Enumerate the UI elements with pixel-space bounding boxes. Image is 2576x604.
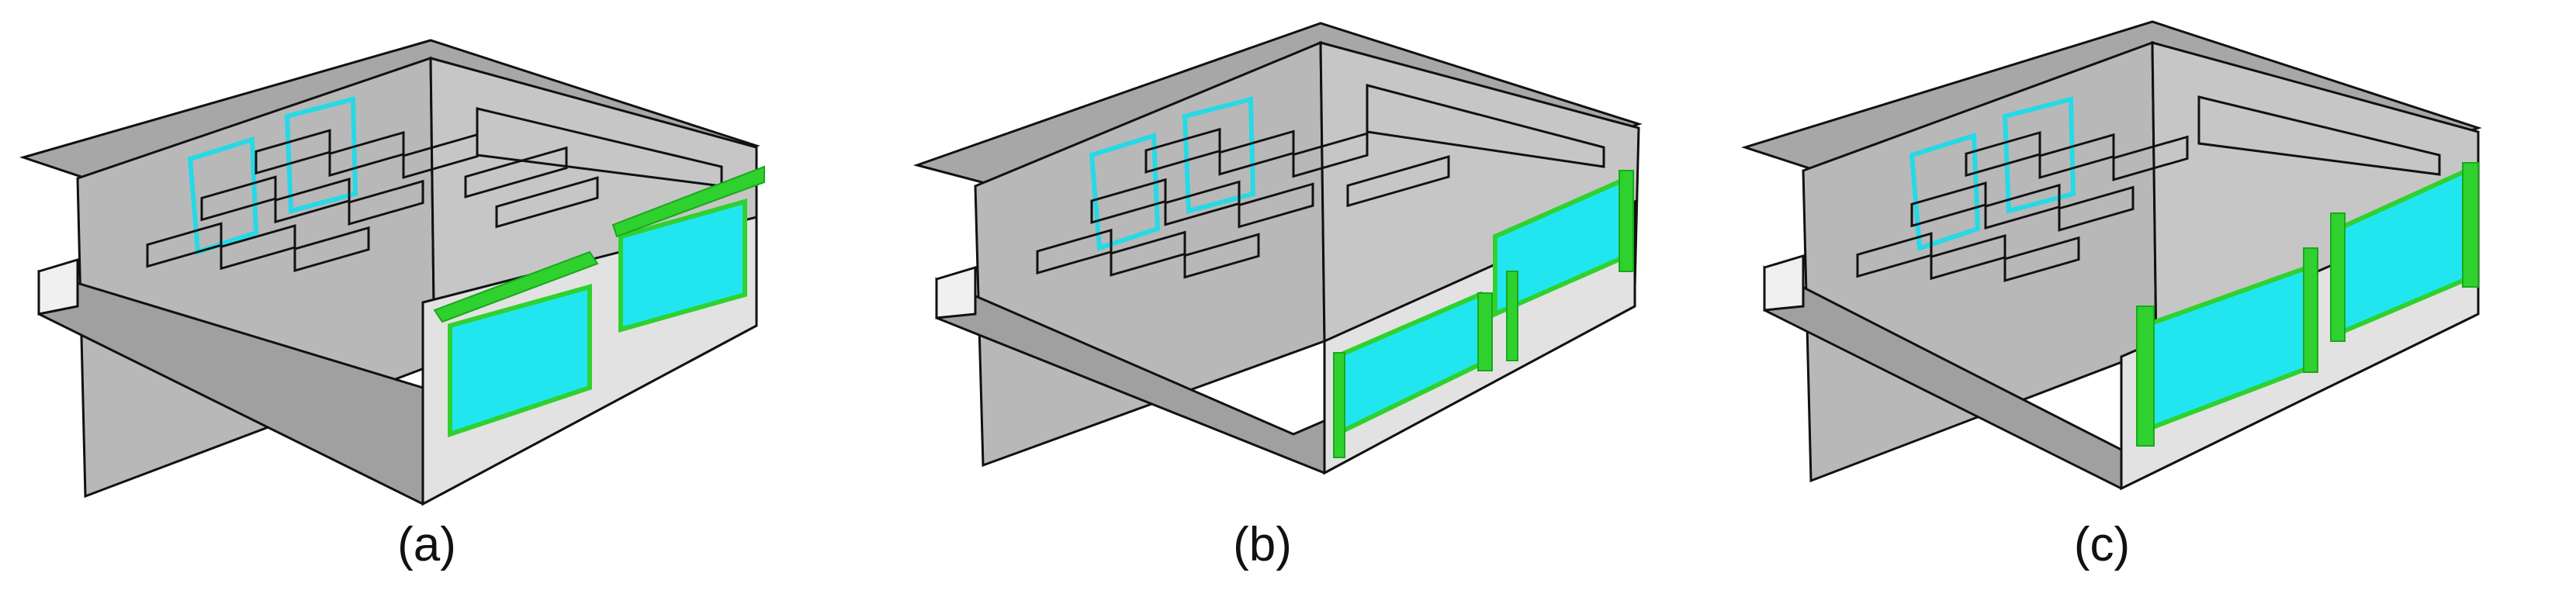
board: [2197, 95, 2441, 176]
desk: [2058, 185, 2135, 232]
desk: [328, 130, 405, 178]
window-2: [1182, 96, 1256, 214]
green-frame: [1619, 170, 1634, 272]
entry-box: [935, 265, 977, 319]
green-frame: [2330, 212, 2346, 342]
caption-c: (c): [2073, 518, 2131, 571]
desk: [1910, 181, 1987, 228]
desk: [1036, 228, 1113, 274]
desk: [1144, 127, 1221, 174]
panel-b: (b): [859, 0, 1718, 604]
green-frame: [1333, 352, 1345, 458]
desk-group: [1036, 127, 1450, 279]
caption-a: (a): [397, 518, 456, 571]
green-frame: [433, 250, 599, 323]
desk: [1292, 132, 1369, 178]
desk: [220, 224, 296, 271]
green-frame: [2136, 305, 2155, 447]
desk: [495, 176, 599, 229]
window-2: [2002, 96, 2076, 214]
entry-box: [1763, 254, 1805, 312]
window-1: [187, 136, 259, 256]
panel-a: (a): [0, 0, 859, 604]
room-model-c: [1741, 20, 2482, 491]
green-frame: [1506, 271, 1518, 361]
green-frame: [611, 165, 765, 238]
desk: [254, 129, 331, 175]
desk: [2038, 133, 2115, 179]
desk: [1218, 129, 1295, 176]
window-2: [284, 96, 358, 214]
entry-box: [37, 257, 79, 316]
desk: [200, 175, 277, 222]
window-1: [1909, 132, 1981, 252]
desk: [1984, 183, 2061, 230]
desk: [464, 146, 568, 198]
room-model-a: [19, 39, 765, 506]
window-1: [1089, 132, 1161, 252]
desk: [2112, 135, 2189, 181]
desk: [2003, 236, 2080, 282]
desk: [1856, 232, 1933, 278]
purifier-panel: [448, 284, 592, 438]
desk: [1346, 155, 1450, 208]
desk: [1110, 230, 1186, 277]
caption-b: (b): [1233, 518, 1292, 571]
desk: [402, 133, 479, 179]
desk: [293, 226, 370, 272]
desk: [1090, 178, 1167, 224]
room-model-b: [912, 22, 1643, 475]
green-frame: [1477, 292, 1493, 371]
desk: [146, 222, 223, 268]
desk-group: [1856, 131, 2189, 282]
desk: [274, 178, 351, 224]
green-frame: [2462, 162, 2479, 288]
desk: [1238, 182, 1314, 229]
desk: [1164, 180, 1241, 226]
panel-c: (c): [1718, 0, 2576, 604]
desk: [1965, 131, 2041, 178]
green-frame: [2303, 247, 2318, 373]
desk-group: [146, 129, 599, 272]
desk: [348, 179, 424, 226]
desk: [1930, 233, 2006, 281]
board: [1366, 84, 1605, 168]
purifier-panel: [618, 198, 747, 333]
desk: [1183, 233, 1260, 279]
